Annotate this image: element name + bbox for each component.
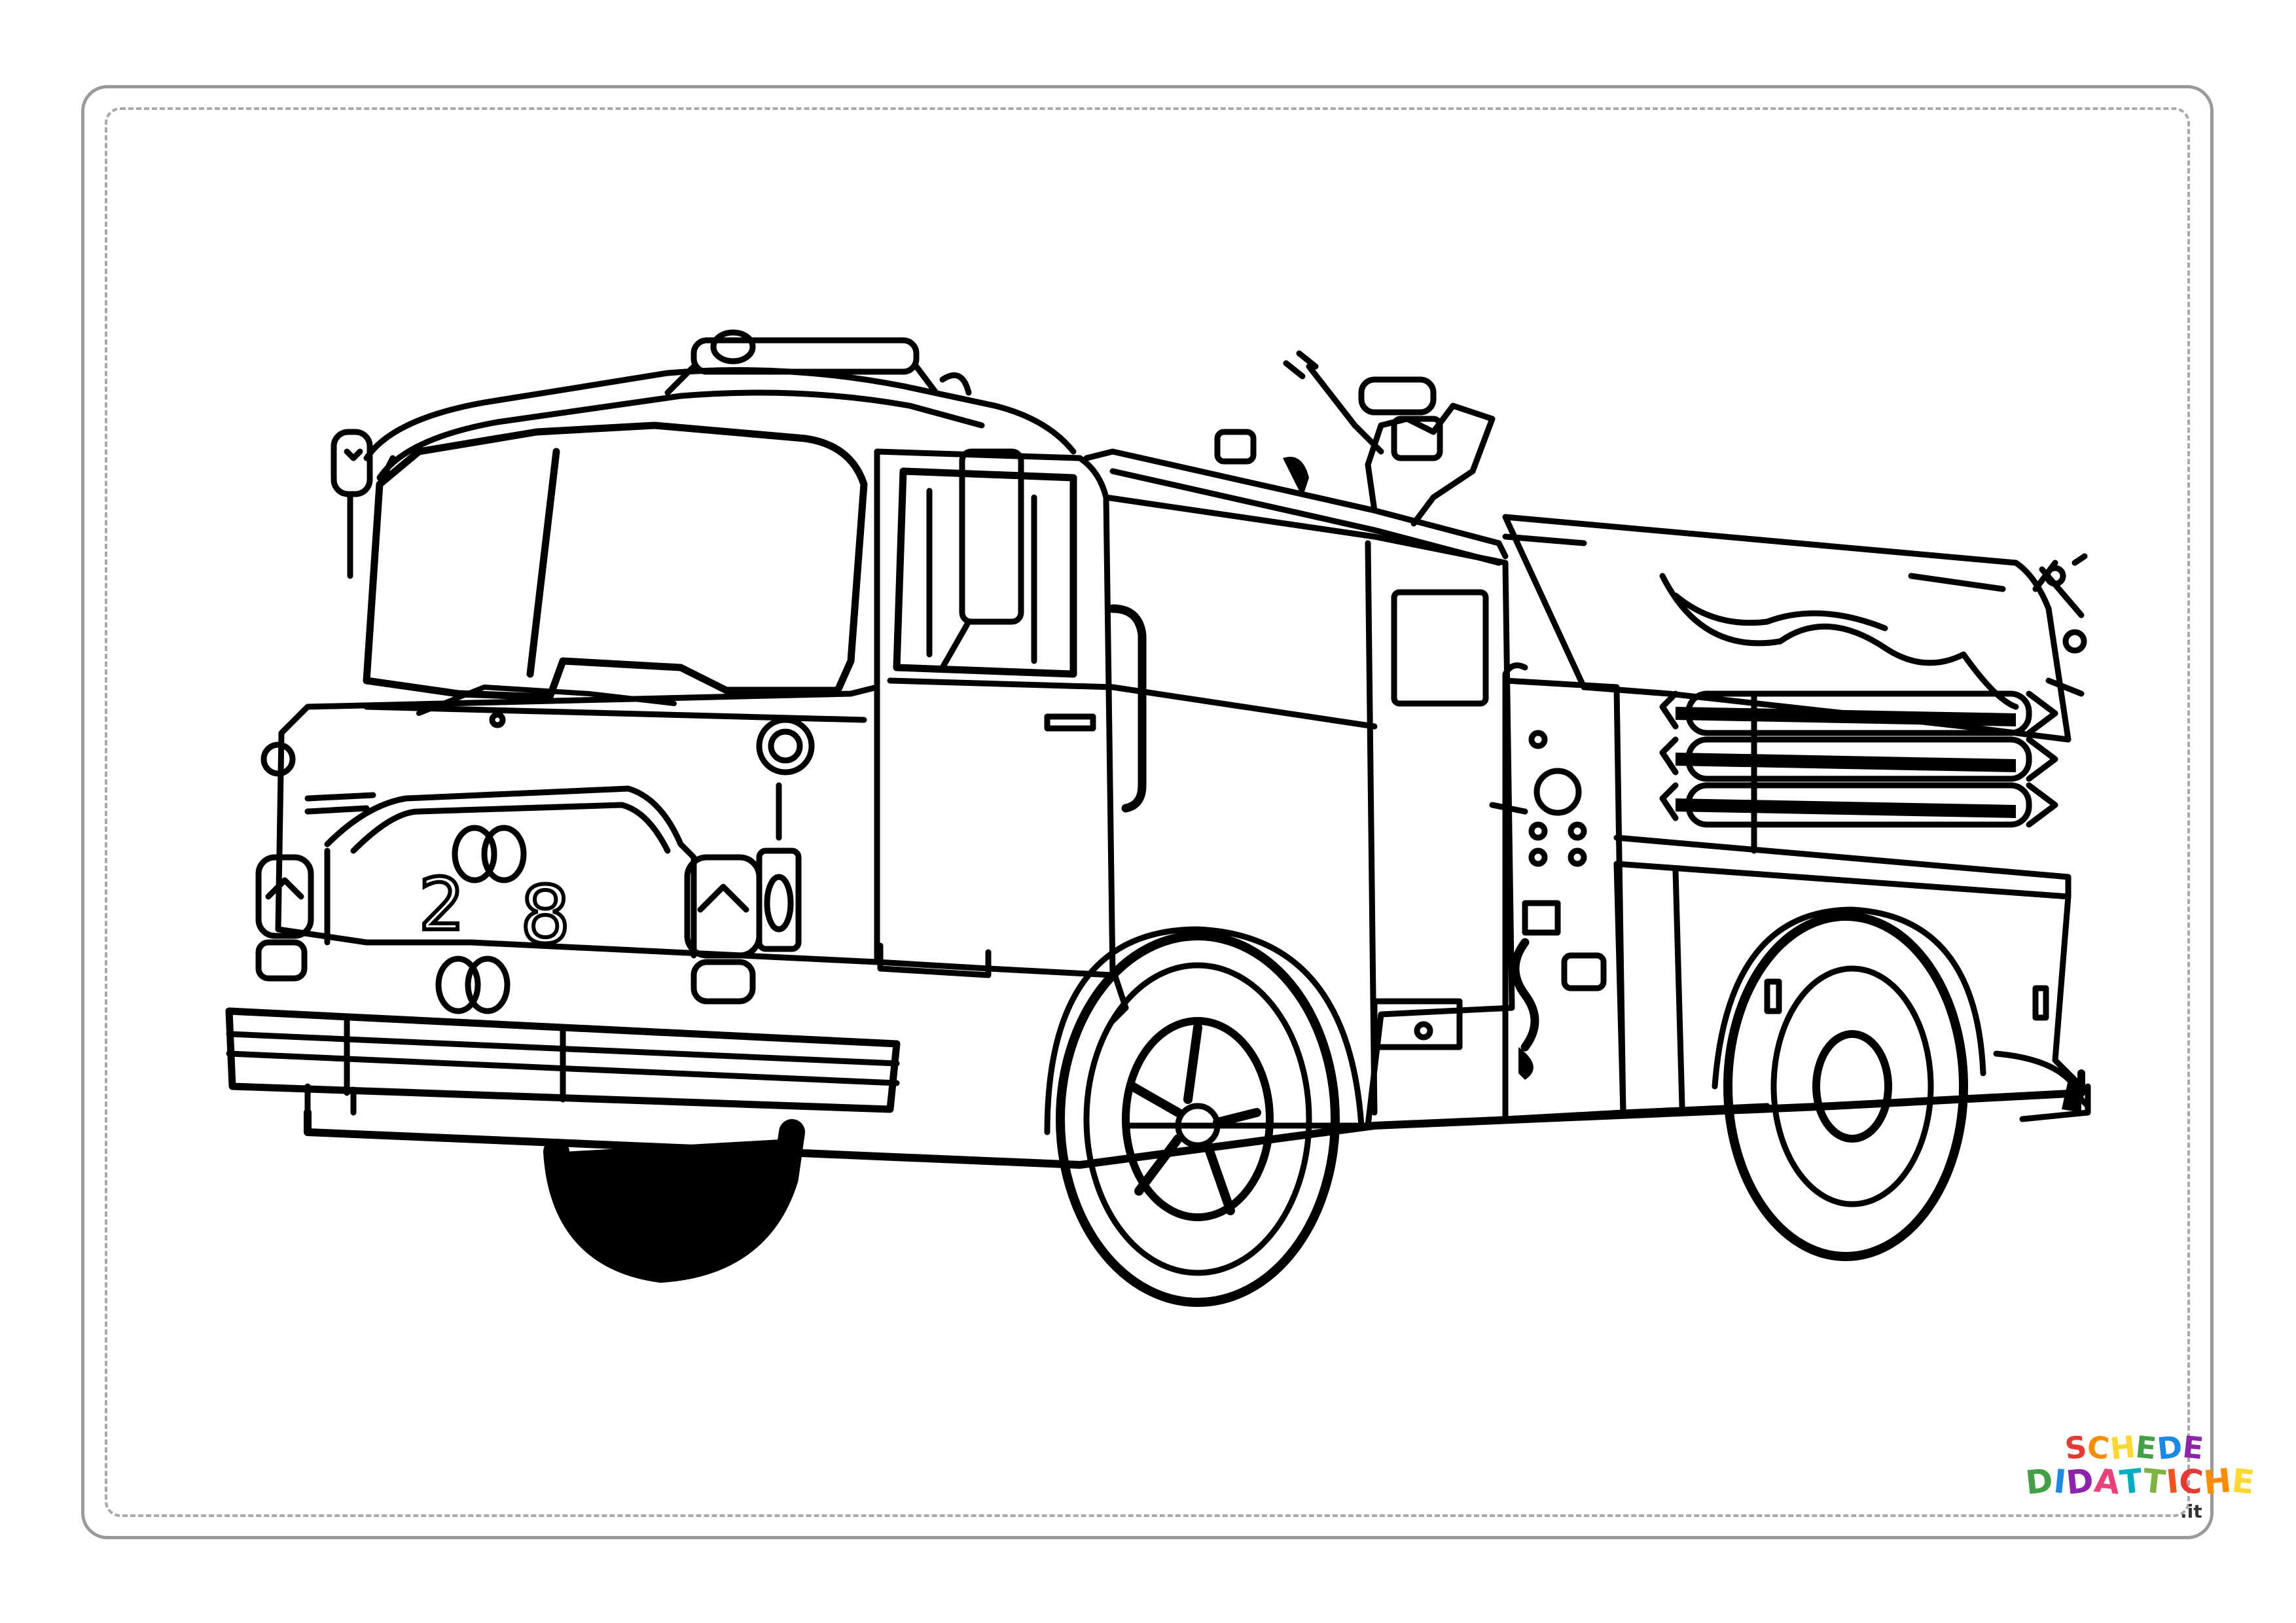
logo-letter: T (2141, 1461, 2168, 1502)
windshield (363, 421, 868, 701)
outer-border (81, 85, 2214, 1539)
logo-letter: C (2177, 1461, 2206, 1502)
logo-domain: .it (2180, 1501, 2202, 1522)
logo-letter: C (2085, 1429, 2112, 1467)
logo-letter: H (2201, 1461, 2234, 1503)
right-headlight (684, 854, 762, 959)
logo-line-2: DIDATTICHE (2024, 1461, 2257, 1503)
cab-front (275, 684, 880, 965)
deck-gun (1365, 402, 1496, 527)
logo-letter: H (2108, 1429, 2138, 1467)
truck-badge-digit: 8 (520, 870, 570, 961)
logo-letter: D (2024, 1461, 2056, 1503)
logo-letter: A (2092, 1461, 2123, 1502)
cab-door (874, 448, 1116, 978)
logo-letter: E (2181, 1429, 2206, 1467)
side-hoses (1659, 690, 2058, 854)
beacon-light (331, 429, 373, 497)
side-marker-light (756, 717, 815, 776)
schede-didattiche-logo: SCHEDE DIDATTICHE .it (2024, 1429, 2257, 1528)
left-headlight (255, 854, 314, 939)
grille-outline (324, 785, 697, 959)
logo-letter: E (2229, 1461, 2257, 1502)
stitched-border (105, 107, 2190, 1517)
cab-side-window (893, 467, 1077, 678)
logo-letter: D (2155, 1429, 2185, 1467)
body-panel (1103, 494, 1515, 1129)
compartment-window (1391, 589, 1489, 707)
side-mirror (959, 448, 1024, 625)
hose-bed-tarp (1502, 514, 2072, 743)
truck-number: 2 (419, 863, 465, 946)
front-right-wheel (1056, 931, 1340, 1307)
rear-body (1613, 834, 2072, 900)
rear-wheel (1723, 912, 1968, 1261)
front-bumper (225, 1007, 901, 1113)
logo-line-1: SCHEDE (2063, 1429, 2206, 1467)
roof-light-bar (691, 337, 920, 375)
logo-letter: D (2064, 1461, 2096, 1503)
